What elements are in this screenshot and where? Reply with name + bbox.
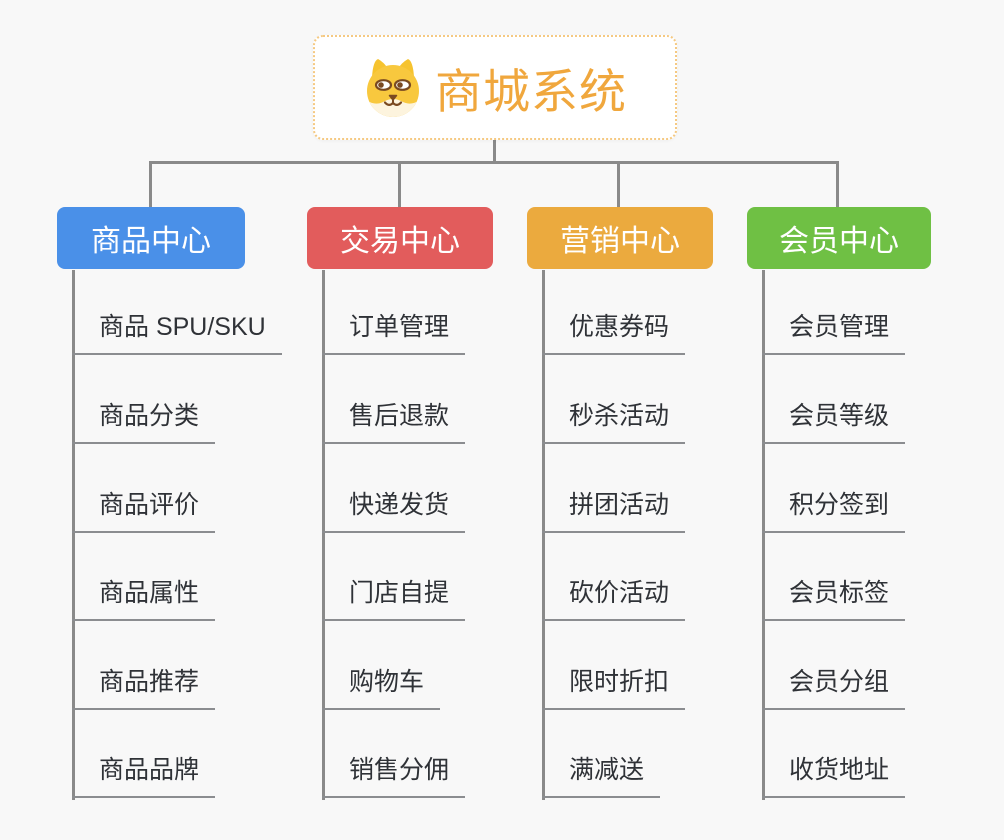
leaf-node[interactable]: 满减送 <box>542 753 661 798</box>
leaf-node[interactable]: 会员等级 <box>762 399 906 444</box>
shiba-dog-icon <box>367 58 419 117</box>
root-title: 商城系统 <box>435 65 627 118</box>
leaf-node[interactable]: 门店自提 <box>322 576 466 621</box>
leaf-node[interactable]: 商品评价 <box>72 488 216 533</box>
root-node[interactable]: 商城系统 <box>313 35 677 140</box>
leaf-node[interactable]: 限时折扣 <box>542 665 686 710</box>
leaf-node[interactable]: 秒杀活动 <box>542 399 686 444</box>
connector-drop-2 <box>398 161 401 208</box>
connector-trunk-1 <box>72 270 75 800</box>
connector-drop-1 <box>149 161 152 208</box>
leaf-node[interactable]: 商品品牌 <box>72 753 216 798</box>
leaf-node[interactable]: 砍价活动 <box>542 576 686 621</box>
leaf-node[interactable]: 商品 SPU/SKU <box>72 310 282 355</box>
leaf-node[interactable]: 销售分佣 <box>322 753 466 798</box>
leaf-node[interactable]: 优惠券码 <box>542 310 686 355</box>
connector-horizontal <box>149 161 839 164</box>
leaf-node[interactable]: 快递发货 <box>322 488 466 533</box>
leaf-node[interactable]: 商品推荐 <box>72 665 216 710</box>
connector-root-stub <box>493 140 496 163</box>
leaf-node[interactable]: 购物车 <box>322 665 441 710</box>
leaf-node[interactable]: 收货地址 <box>762 753 906 798</box>
leaf-node[interactable]: 拼团活动 <box>542 488 686 533</box>
leaf-node[interactable]: 订单管理 <box>322 310 466 355</box>
connector-drop-4 <box>836 161 839 208</box>
leaf-node[interactable]: 会员分组 <box>762 665 906 710</box>
connector-trunk-2 <box>322 270 325 800</box>
connector-trunk-3 <box>542 270 545 800</box>
leaf-node[interactable]: 商品分类 <box>72 399 216 444</box>
leaf-node[interactable]: 积分签到 <box>762 488 906 533</box>
leaf-node[interactable]: 商品属性 <box>72 576 216 621</box>
connector-trunk-4 <box>762 270 765 800</box>
branch-node-marketing-center[interactable]: 营销中心 <box>527 207 713 269</box>
branch-node-member-center[interactable]: 会员中心 <box>747 207 931 269</box>
leaf-node[interactable]: 会员标签 <box>762 576 906 621</box>
branch-node-product-center[interactable]: 商品中心 <box>57 207 245 269</box>
branch-node-trade-center[interactable]: 交易中心 <box>307 207 493 269</box>
leaf-node[interactable]: 售后退款 <box>322 399 466 444</box>
connector-drop-3 <box>617 161 620 208</box>
leaf-node[interactable]: 会员管理 <box>762 310 906 355</box>
